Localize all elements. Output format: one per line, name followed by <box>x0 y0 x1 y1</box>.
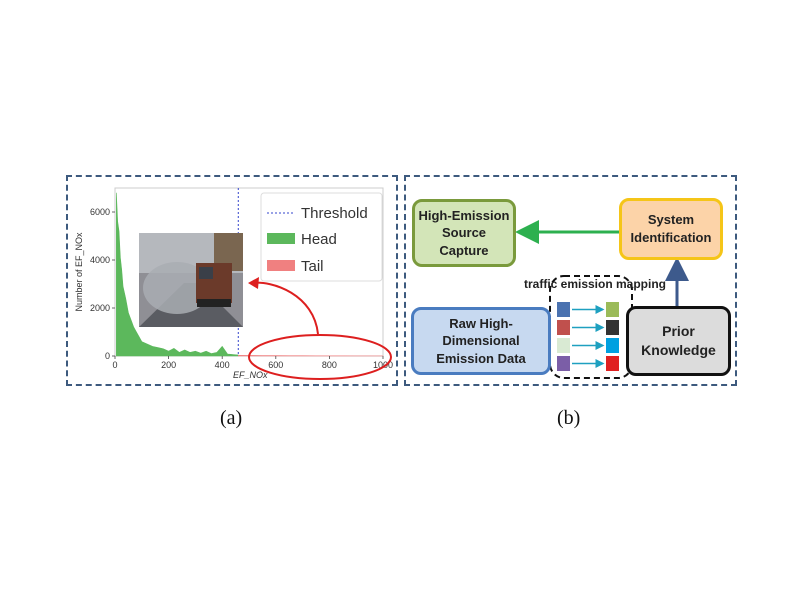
photo-truck-window <box>199 267 213 279</box>
x-tick-label: 1000 <box>373 360 393 370</box>
tail-pointer-arrow <box>250 281 319 335</box>
input-cell <box>557 320 570 335</box>
y-tick-label: 6000 <box>90 207 110 217</box>
capture-box: High-Emission Source Capture <box>412 199 516 267</box>
photo-smoke <box>143 262 211 314</box>
tail-pointer-arrowhead <box>248 277 259 289</box>
mapping-label: traffic emission mapping <box>524 277 666 291</box>
legend-head-swatch <box>267 233 295 244</box>
x-tick-label: 400 <box>215 360 230 370</box>
y-axis-label: Number of EF_NOx <box>74 232 84 312</box>
photo-truck-wheels <box>197 299 231 307</box>
y-tick-label: 2000 <box>90 303 110 313</box>
output-cell <box>606 320 619 335</box>
x-tick-label: 0 <box>112 360 117 370</box>
prior-knowledge-label: Prior Knowledge <box>641 323 716 358</box>
raw-data-box: Raw High- Dimensional Emission Data <box>411 307 551 375</box>
output-cell <box>606 338 619 353</box>
series-area-head <box>116 192 239 357</box>
x-axis-label: EF_NOx <box>233 370 268 380</box>
system-identification-label: System Identification <box>630 212 712 245</box>
series-area-tail <box>237 354 384 357</box>
legend-tail-label: Tail <box>301 258 324 275</box>
output-cell <box>606 302 619 317</box>
x-tick-label: 600 <box>268 360 283 370</box>
tail-highlight-ellipse <box>248 334 392 380</box>
input-cell <box>557 302 570 317</box>
mapping-cells <box>557 302 619 371</box>
system-identification-box: System Identification <box>619 198 723 260</box>
prior-knowledge-box: Prior Knowledge <box>626 306 731 376</box>
y-tick-label: 0 <box>105 351 110 361</box>
output-cell <box>606 356 619 371</box>
input-cell <box>557 356 570 371</box>
legend-head-label: Head <box>301 231 337 248</box>
panel-b: traffic emission mapping High-Emission S… <box>404 175 737 386</box>
legend-tail-swatch <box>267 260 295 271</box>
legend-threshold-label: Threshold <box>301 205 368 222</box>
y-tick-label: 4000 <box>90 255 110 265</box>
x-tick-label: 200 <box>161 360 176 370</box>
input-cell <box>557 338 570 353</box>
caption-a: (a) <box>220 407 243 429</box>
caption-b: (b) <box>557 407 581 429</box>
raw-data-label: Raw High- Dimensional Emission Data <box>436 315 526 366</box>
x-tick-label: 800 <box>322 360 337 370</box>
capture-label: High-Emission Source Capture <box>418 207 510 258</box>
legend-box <box>260 192 383 282</box>
